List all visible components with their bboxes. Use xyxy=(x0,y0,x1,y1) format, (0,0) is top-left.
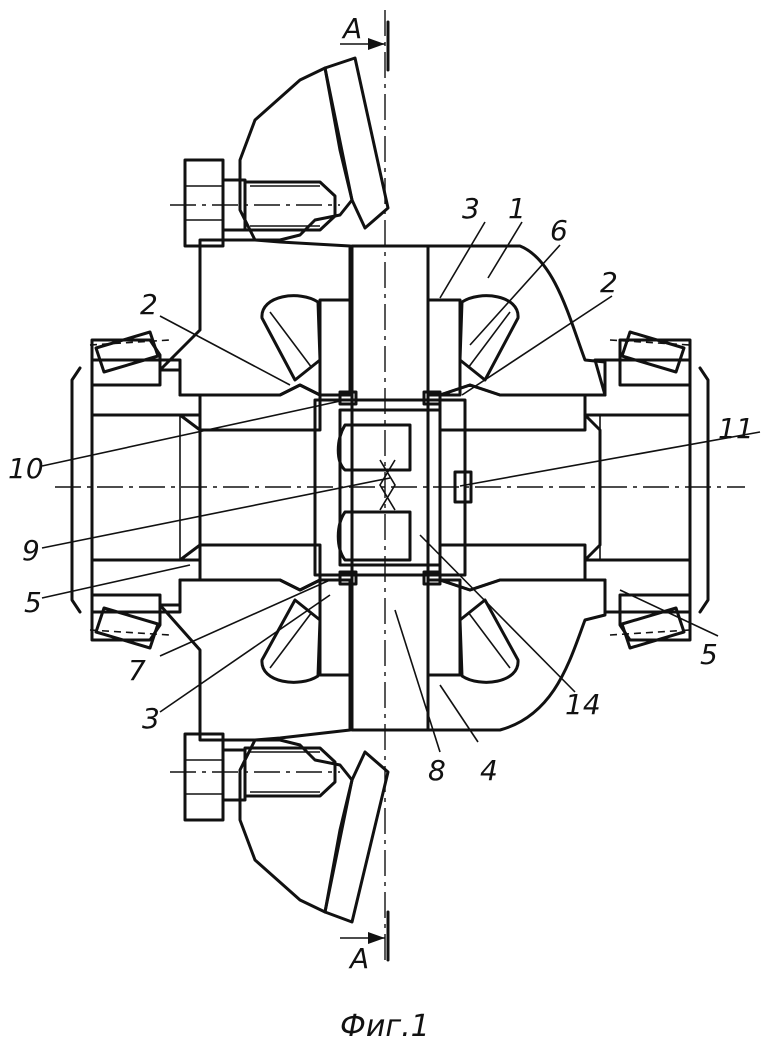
label-11: 11 xyxy=(718,412,754,445)
outer-bearings xyxy=(70,330,710,650)
label-1: 1 xyxy=(508,192,526,225)
pinion-rollers xyxy=(260,294,520,684)
label-8: 8 xyxy=(428,754,446,787)
ring-gear xyxy=(238,56,390,924)
leader-lines xyxy=(41,221,761,753)
figure-caption: Фиг.1 xyxy=(340,1009,430,1044)
label-9: 9 xyxy=(22,534,40,567)
centerlines xyxy=(55,10,745,960)
section-mark-bottom: А xyxy=(348,942,369,975)
label-14: 14 xyxy=(565,688,601,721)
section-mark-top: А xyxy=(341,12,362,45)
label-10: 10 xyxy=(8,452,44,485)
label-7: 7 xyxy=(128,654,146,687)
label-6: 6 xyxy=(550,214,568,247)
bolts xyxy=(183,158,337,822)
section-line xyxy=(340,20,390,962)
part-labels: 1 3 6 2 2 10 11 9 5 5 7 3 14 8 4 А А Фиг… xyxy=(8,12,754,1044)
label-3-top: 3 xyxy=(462,192,480,225)
label-5-left: 5 xyxy=(24,586,42,619)
central-block xyxy=(313,390,473,586)
label-2-left: 2 xyxy=(140,288,158,321)
label-5-right: 5 xyxy=(700,638,718,671)
label-2-right: 2 xyxy=(600,266,618,299)
label-4: 4 xyxy=(480,754,498,787)
label-3-bottom: 3 xyxy=(142,702,160,735)
